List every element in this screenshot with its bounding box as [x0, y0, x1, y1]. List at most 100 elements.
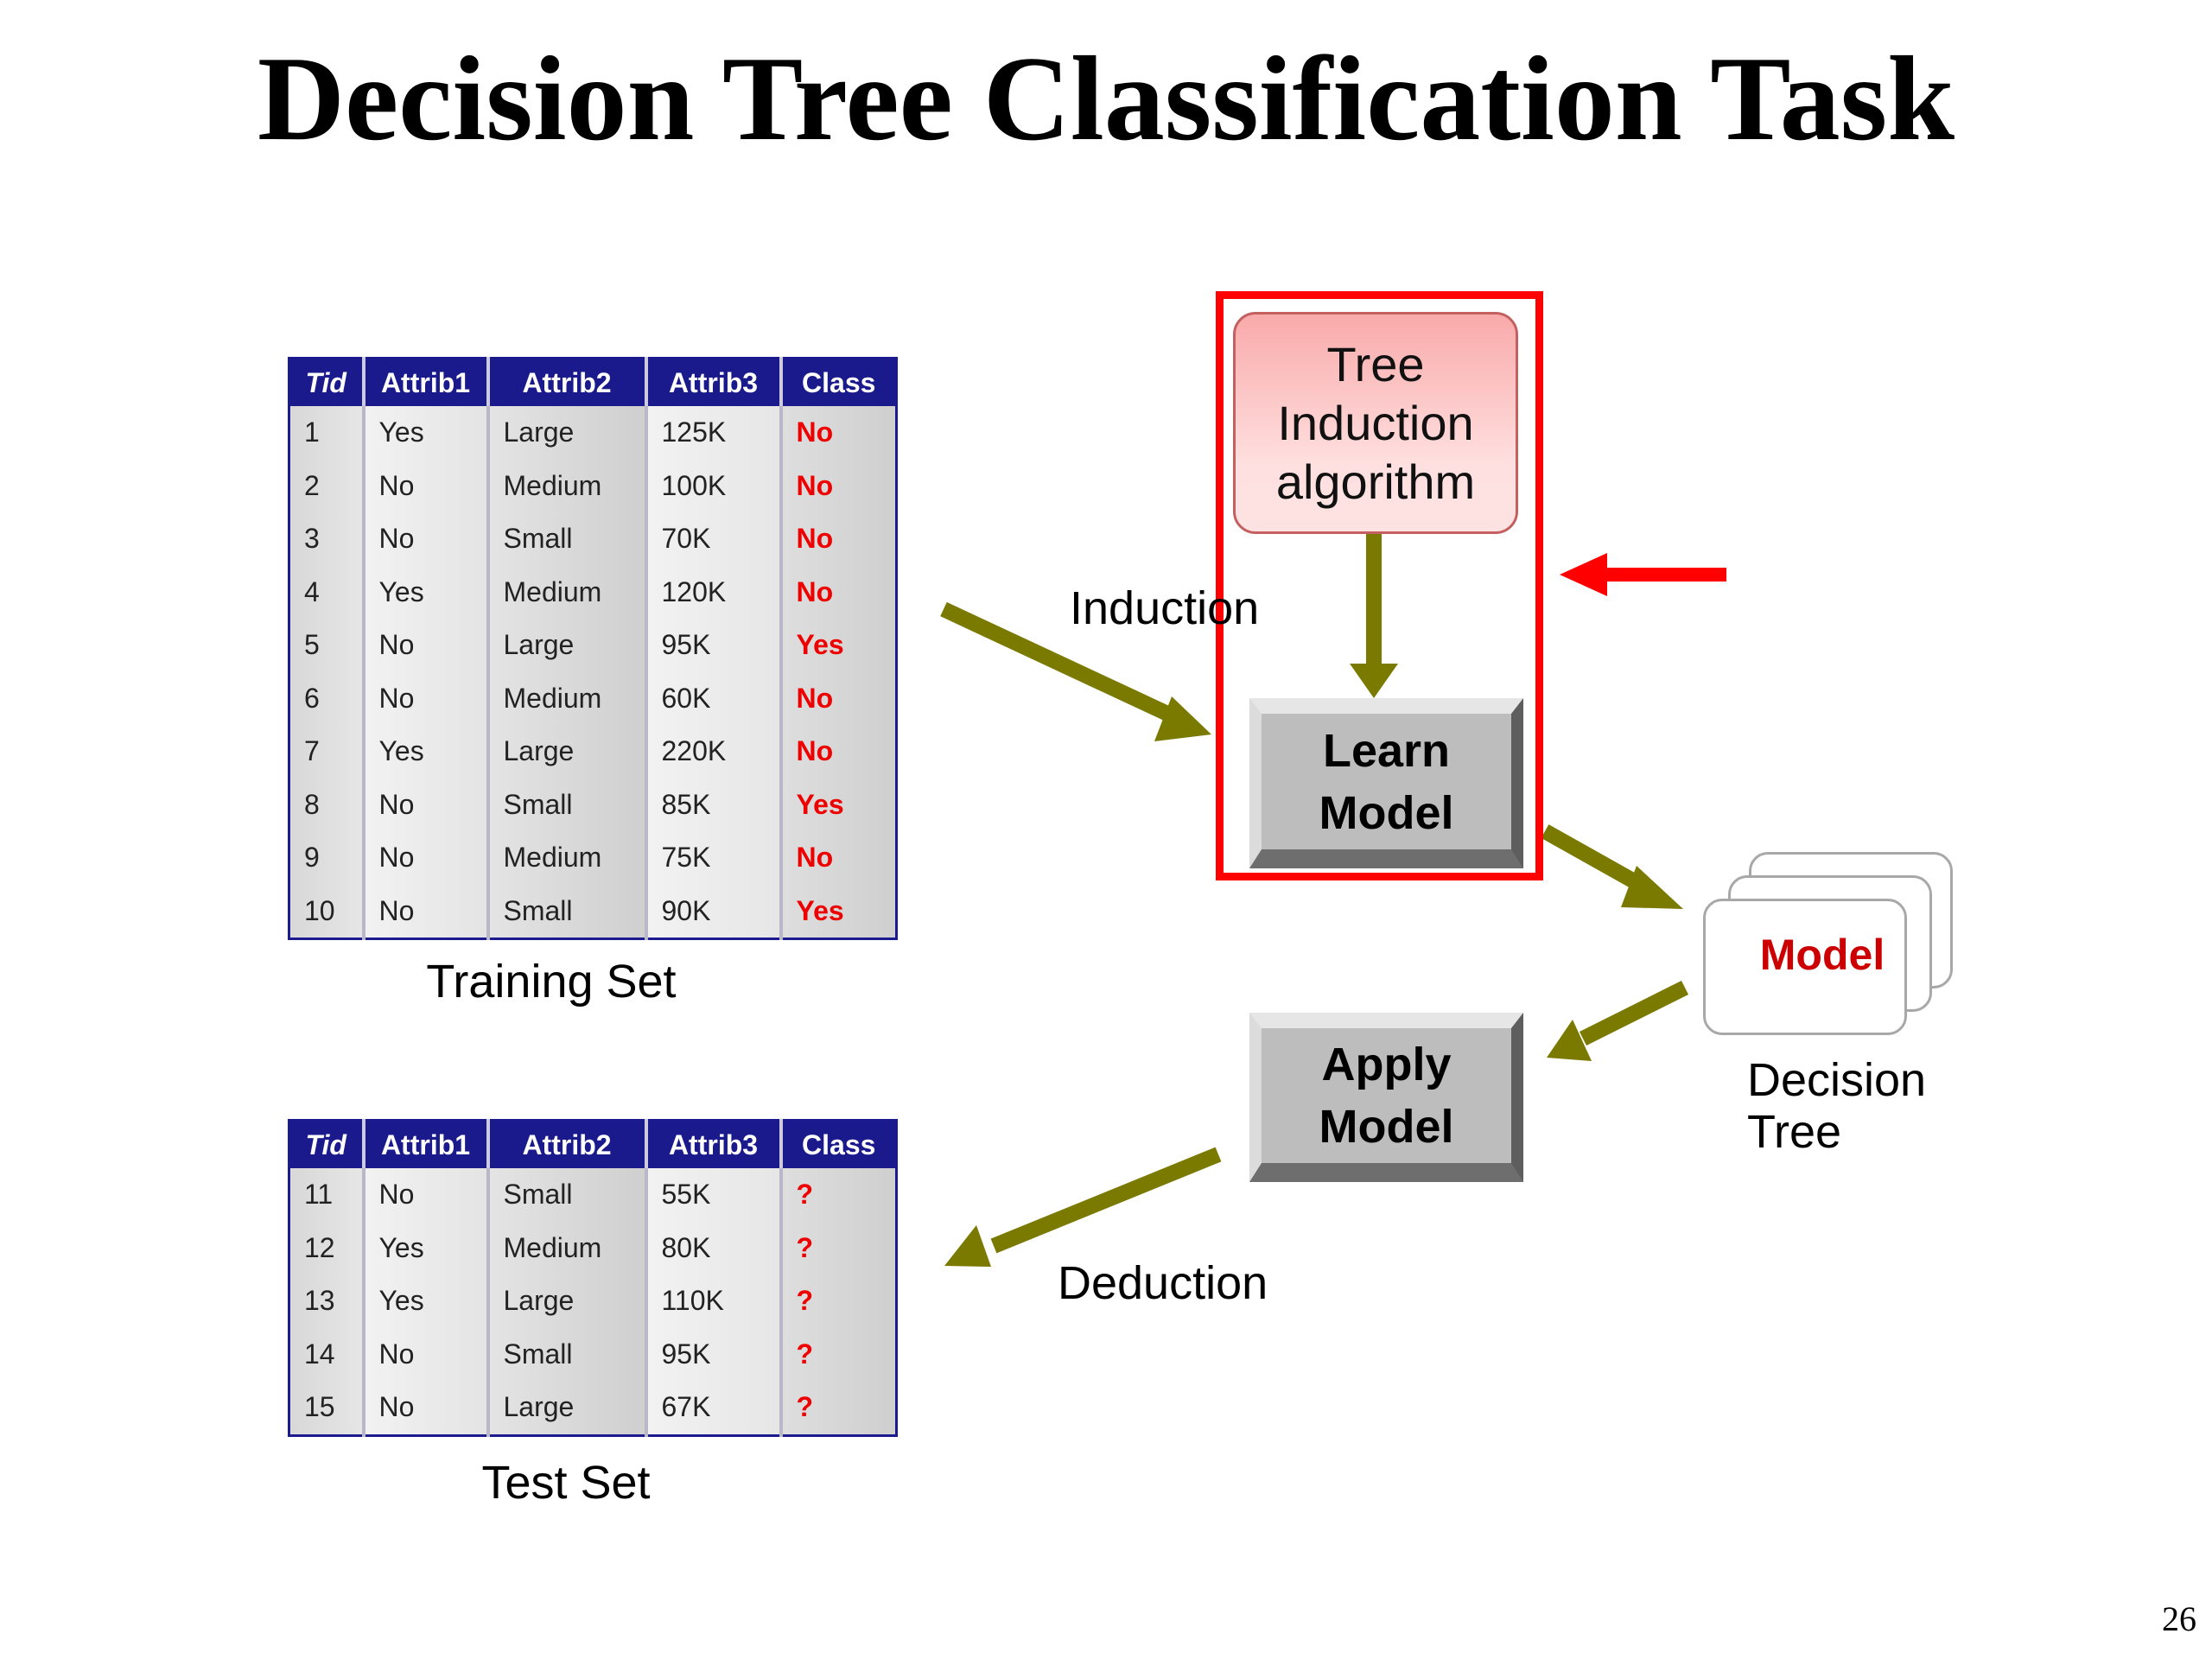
table-cell: 220K	[644, 725, 781, 779]
training-set-caption: Training Set	[426, 956, 677, 1007]
column-header: Attrib2	[486, 358, 646, 406]
class-cell: Yes	[779, 884, 897, 939]
table-cell: 14	[289, 1327, 364, 1381]
table-cell: No	[361, 671, 488, 725]
tree-induction-algorithm-box: Tree Induction algorithm	[1233, 312, 1518, 534]
table-cell: 5	[289, 619, 364, 672]
decision-tree-line: Tree	[1747, 1106, 1842, 1158]
class-cell: No	[779, 406, 897, 460]
class-cell: Yes	[779, 619, 897, 672]
table-cell: 67K	[644, 1381, 781, 1435]
learn-model-button: Learn Model	[1249, 698, 1523, 868]
table-cell: 100K	[644, 459, 781, 512]
table-cell: 75K	[644, 831, 781, 885]
table-cell: Small	[486, 1168, 646, 1222]
column-header: Attrib1	[361, 358, 488, 406]
table-cell: No	[361, 512, 488, 566]
model-card-front: Model	[1703, 899, 1907, 1035]
class-cell: ?	[779, 1274, 897, 1328]
table-cell: Medium	[486, 671, 646, 725]
table-cell: 110K	[644, 1274, 781, 1328]
table-cell: 90K	[644, 884, 781, 939]
table-cell: 85K	[644, 778, 781, 831]
column-header: Tid	[289, 358, 364, 406]
table-cell: Medium	[486, 565, 646, 619]
highlight-frame	[1216, 291, 1543, 880]
table-cell: Small	[486, 884, 646, 939]
decision-tree-label: Decision Tree	[1747, 1054, 1926, 1158]
table-cell: Yes	[361, 1221, 488, 1274]
table-cell: Large	[486, 725, 646, 779]
table-cell: 70K	[644, 512, 781, 566]
table-cell: 6	[289, 671, 364, 725]
column-header: Class	[779, 358, 897, 406]
table-cell: Yes	[361, 725, 488, 779]
table-cell: 11	[289, 1168, 364, 1222]
column-header: Attrib1	[361, 1120, 488, 1168]
class-cell: No	[779, 831, 897, 885]
table-cell: Small	[486, 778, 646, 831]
class-cell: ?	[779, 1327, 897, 1381]
table-cell: No	[361, 1327, 488, 1381]
table-cell: No	[361, 778, 488, 831]
table-cell: 3	[289, 512, 364, 566]
table-cell: No	[361, 619, 488, 672]
deduction-arrow	[944, 1147, 1222, 1267]
table-cell: 13	[289, 1274, 364, 1328]
table-cell: 10	[289, 884, 364, 939]
table-cell: 9	[289, 831, 364, 885]
model-to-apply-arrow	[1547, 980, 1689, 1061]
learn-model-line: Learn	[1322, 724, 1451, 777]
model-card-label: Model	[1759, 931, 1885, 979]
table-cell: Yes	[361, 406, 488, 460]
class-cell: No	[779, 725, 897, 779]
table-cell: 95K	[644, 1327, 781, 1381]
class-cell: No	[779, 459, 897, 512]
table-cell: Medium	[486, 1221, 646, 1274]
table-cell: No	[361, 1168, 488, 1222]
table-cell: No	[361, 1381, 488, 1435]
learn-to-model-arrow	[1541, 824, 1683, 909]
table-cell: 8	[289, 778, 364, 831]
column-header: Class	[779, 1120, 897, 1168]
apply-model-line: Model	[1319, 1101, 1454, 1153]
table-cell: Large	[486, 1381, 646, 1435]
table-cell: 80K	[644, 1221, 781, 1274]
table-cell: Large	[486, 619, 646, 672]
table-cell: 125K	[644, 406, 781, 460]
table-cell: Small	[486, 512, 646, 566]
table-cell: 55K	[644, 1168, 781, 1222]
test-set-caption: Test Set	[481, 1457, 651, 1509]
deduction-label: Deduction	[1058, 1257, 1268, 1309]
class-cell: No	[779, 512, 897, 566]
table-cell: Large	[486, 1274, 646, 1328]
table-cell: Yes	[361, 1274, 488, 1328]
apply-model-button: Apply Model	[1249, 1013, 1523, 1182]
class-cell: ?	[779, 1381, 897, 1435]
table-cell: Small	[486, 1327, 646, 1381]
algorithm-line: Tree	[1326, 336, 1425, 391]
class-cell: ?	[779, 1168, 897, 1222]
algorithm-line: algorithm	[1275, 454, 1476, 509]
induction-arrow	[940, 601, 1211, 741]
table-cell: No	[361, 459, 488, 512]
page-number: 26	[2162, 1599, 2196, 1638]
table-cell: No	[361, 884, 488, 939]
